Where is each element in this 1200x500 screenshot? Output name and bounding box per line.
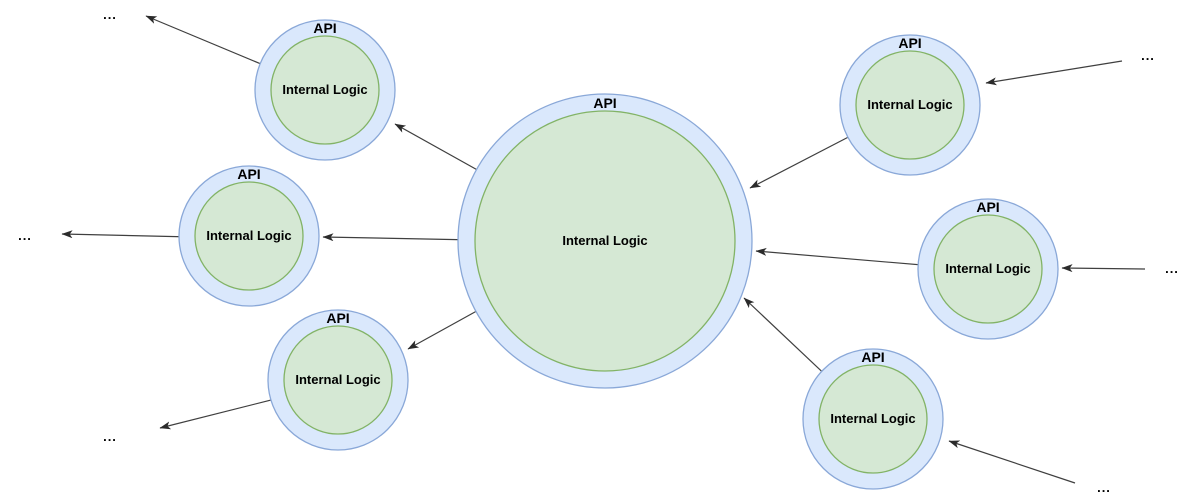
ellipsis-mid-left: ...: [18, 228, 32, 243]
api-node-top-left: API Internal Logic: [254, 19, 396, 161]
arrow-more-to-bottom-right: [948, 440, 1076, 484]
internal-logic-label: Internal Logic: [867, 97, 952, 112]
arrow-center-to-top-left: [394, 123, 491, 178]
internal-logic-label: Internal Logic: [295, 372, 380, 387]
internal-logic-label: Internal Logic: [282, 82, 367, 97]
arrow-center-to-mid-left: [322, 233, 477, 242]
internal-logic-core: [818, 364, 928, 474]
arrow-bottom-left-to-more: [159, 395, 288, 430]
arrow-more-to-mid-right: [1061, 264, 1146, 273]
internal-logic-label: Internal Logic: [945, 261, 1030, 276]
api-node-mid-left: API Internal Logic: [178, 165, 320, 307]
api-ring-label: API: [593, 95, 616, 111]
internal-logic-label: Internal Logic: [562, 233, 647, 248]
internal-logic-core: [933, 214, 1043, 324]
api-ring-label: API: [861, 349, 884, 365]
api-node-center: API Internal Logic: [457, 93, 753, 389]
internal-logic-label: Internal Logic: [206, 228, 291, 243]
ellipsis-mid-right: ...: [1165, 261, 1179, 276]
internal-logic-core: [283, 325, 393, 435]
api-node-bottom-right: API Internal Logic: [802, 348, 944, 490]
ellipsis-layer: ... ... ... ... ... ...: [18, 7, 1179, 495]
api-ring-label: API: [326, 310, 349, 326]
internal-logic-core: [855, 50, 965, 160]
arrow-mid-left-to-more: [61, 230, 194, 239]
internal-logic-core: [194, 181, 304, 291]
ellipsis-top-left: ...: [103, 7, 117, 22]
ellipsis-bottom-left: ...: [103, 429, 117, 444]
api-ring-label: API: [976, 199, 999, 215]
arrow-more-to-top-right: [985, 60, 1123, 86]
ellipsis-top-right: ...: [1141, 48, 1155, 63]
api-node-mid-right: API Internal Logic: [917, 198, 1059, 340]
arrow-top-right-to-center: [749, 129, 863, 189]
arrow-top-left-to-more: [145, 15, 274, 70]
api-node-top-right: API Internal Logic: [839, 34, 981, 176]
arrow-mid-right-to-center: [755, 247, 935, 267]
internal-logic-core: [270, 35, 380, 145]
ellipsis-bottom-right: ...: [1097, 480, 1111, 495]
internal-logic-label: Internal Logic: [830, 411, 915, 426]
api-ring-label: API: [898, 35, 921, 51]
api-node-bottom-left: API Internal Logic: [267, 309, 409, 451]
api-ring-label: API: [237, 166, 260, 182]
internal-logic-core: [474, 110, 736, 372]
arrow-bottom-right-to-center: [743, 297, 834, 383]
api-ring-label: API: [313, 20, 336, 36]
